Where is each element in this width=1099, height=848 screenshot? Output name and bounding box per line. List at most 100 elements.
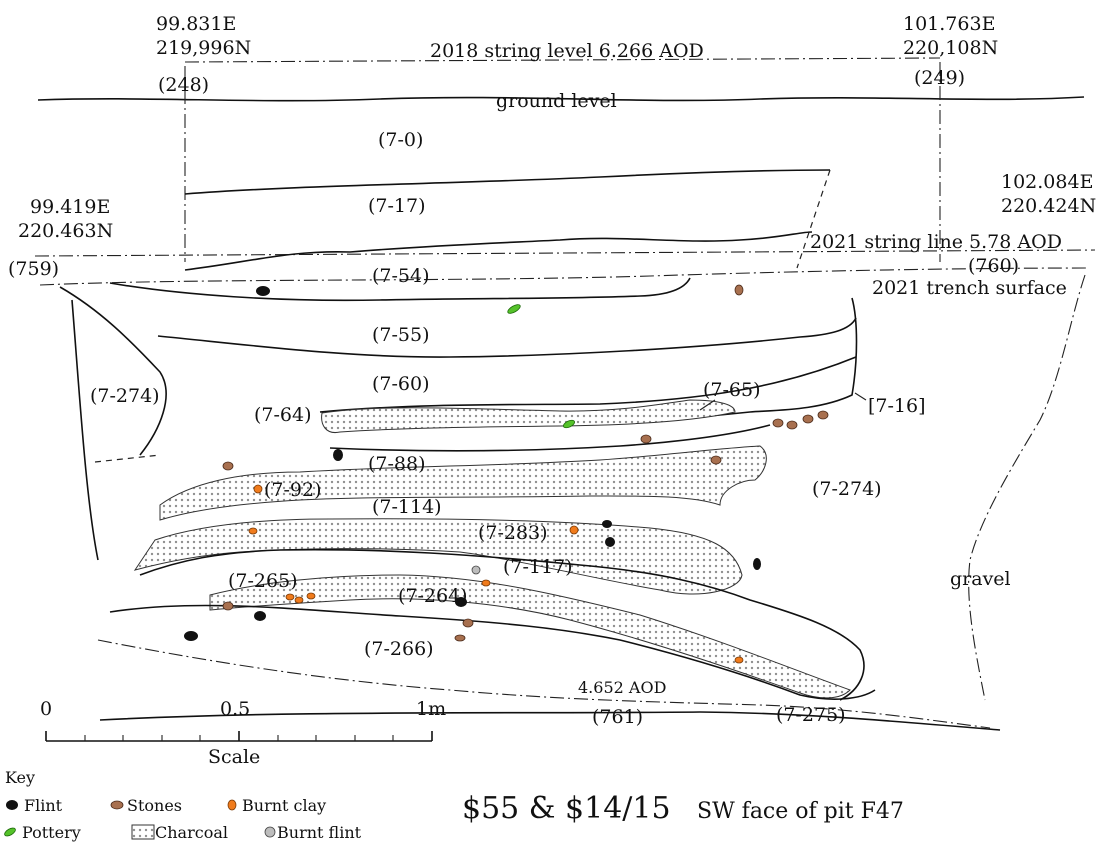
pottery-symbol-icon xyxy=(4,827,16,837)
context-7-0: (7-0) xyxy=(378,129,423,151)
context-7-88: (7-88) xyxy=(368,453,426,475)
burnt-clay-symbol-icon xyxy=(227,799,237,811)
stone-find xyxy=(802,414,814,424)
stone-find xyxy=(710,455,722,465)
point-761-level: 4.652 AOD xyxy=(578,678,666,697)
layer-7-266-base xyxy=(109,604,876,700)
point-249-id: (249) xyxy=(914,67,965,89)
stone-find xyxy=(640,434,652,444)
context-7-55: (7-55) xyxy=(372,324,430,346)
context-7-60: (7-60) xyxy=(372,373,430,395)
trench-right-edge xyxy=(968,274,1086,701)
point-759-id: (759) xyxy=(8,258,59,280)
flint-find xyxy=(256,286,270,296)
burnt-clay-find xyxy=(569,525,579,535)
layer-7-65-leader xyxy=(699,399,716,411)
scale-label: Scale xyxy=(208,746,260,768)
point-248-id: (248) xyxy=(158,74,209,96)
context-7-275: (7-275) xyxy=(776,704,846,726)
stone-find xyxy=(786,420,798,430)
burnt-flint-find xyxy=(471,565,481,575)
key-pottery-label: Pottery xyxy=(22,823,81,842)
flint-find xyxy=(605,537,615,547)
cut-7-16-label: [7-16] xyxy=(868,395,926,417)
context-7-65: (7-65) xyxy=(703,379,761,401)
drawing-title-description: SW face of pit F47 xyxy=(697,799,904,824)
scale-bar: 0 0.5 1m Scale xyxy=(40,698,446,768)
key-burnt-clay-label: Burnt clay xyxy=(242,796,326,815)
point-248-easting: 99.831E xyxy=(156,13,236,35)
drawing-title-number: $55 & $14/15 xyxy=(462,791,671,826)
point-248-northing: 219,996N xyxy=(156,37,251,59)
point-759-northing: 220.463N xyxy=(18,220,113,242)
flint-find xyxy=(184,631,198,641)
layer-7-274-base xyxy=(99,711,1001,731)
pit-base xyxy=(97,639,991,729)
burnt-flint-symbol-icon xyxy=(264,826,276,838)
layer-7-117-outline xyxy=(139,548,865,701)
ground-level-label: ground level xyxy=(496,90,617,112)
context-7-117: (7-117) xyxy=(503,556,573,578)
layer-7-17-top xyxy=(184,169,831,195)
layer-7-17-bottom xyxy=(184,231,813,271)
burnt-clay-find xyxy=(306,592,316,600)
context-7-265: (7-265) xyxy=(228,570,298,592)
context-7-264: (7-264) xyxy=(398,585,468,607)
pottery-find xyxy=(507,304,521,314)
pottery-finds xyxy=(507,304,575,429)
burnt-clay-find xyxy=(285,593,295,601)
burnt-clay-find xyxy=(294,596,304,604)
stone-symbol-icon xyxy=(110,800,124,810)
string-2021-label: 2021 string line 5.78 AOD xyxy=(810,231,1062,253)
context-7-114: (7-114) xyxy=(372,496,442,518)
charcoal-lens-7-64 xyxy=(321,399,736,434)
flint-finds xyxy=(184,286,761,641)
layer-7-54-bottom xyxy=(109,277,691,302)
stone-find xyxy=(817,410,829,420)
charcoal-band-7-92 xyxy=(159,445,767,521)
scale-tick-1m: 1m xyxy=(416,698,446,720)
string-line-2021 xyxy=(34,249,1096,257)
burnt-clay-finds xyxy=(248,484,744,664)
key-burnt-flint-label: Burnt flint xyxy=(277,823,362,842)
key-charcoal-label: Charcoal xyxy=(155,823,228,842)
burnt-clay-find xyxy=(248,527,258,535)
burnt-clay-find xyxy=(734,656,744,664)
stone-find xyxy=(222,601,234,611)
flint-symbol-icon xyxy=(6,800,18,810)
context-7-266: (7-266) xyxy=(364,638,434,660)
point-249-easting: 101.763E xyxy=(903,13,995,35)
scale-tick-0: 0 xyxy=(40,698,52,720)
cut-leader xyxy=(854,392,867,401)
point-760-northing: 220.424N xyxy=(1001,195,1096,217)
burnt-clay-find xyxy=(481,579,491,587)
trench-2021-label: 2021 trench surface xyxy=(872,277,1067,299)
charcoal-symbol-icon xyxy=(131,824,155,840)
key-legend: Key Flint Stones Burnt clay Pottery Char… xyxy=(4,768,362,842)
flint-find xyxy=(254,611,266,621)
point-760-easting: 102.084E xyxy=(1001,171,1093,193)
string-2018-label: 2018 string level 6.266 AOD xyxy=(430,40,704,62)
pit-left-edge xyxy=(71,299,99,561)
layer-7-274-left-fill xyxy=(59,286,167,456)
context-7-274-right: (7-274) xyxy=(812,478,882,500)
flint-find xyxy=(455,597,467,607)
point-760-id: (760) xyxy=(968,255,1019,277)
burnt-flint-finds xyxy=(471,565,481,575)
stone-find xyxy=(734,284,744,296)
context-7-54: (7-54) xyxy=(372,265,430,287)
pottery-find xyxy=(563,419,575,429)
burnt-clay-find xyxy=(253,484,263,494)
ground-level-line xyxy=(37,96,1085,102)
dashed-boundary-left xyxy=(94,454,161,463)
stone-find xyxy=(454,634,466,642)
string-line-2018 xyxy=(184,57,941,63)
point-761-id: (761) xyxy=(592,706,643,728)
gravel-label: gravel xyxy=(950,568,1011,590)
charcoal-band-7-264 xyxy=(209,574,851,699)
point-759-easting: 99.419E xyxy=(30,196,110,218)
key-heading: Key xyxy=(5,768,35,787)
key-flint-label: Flint xyxy=(24,796,63,815)
context-7-274-left: (7-274) xyxy=(90,385,160,407)
